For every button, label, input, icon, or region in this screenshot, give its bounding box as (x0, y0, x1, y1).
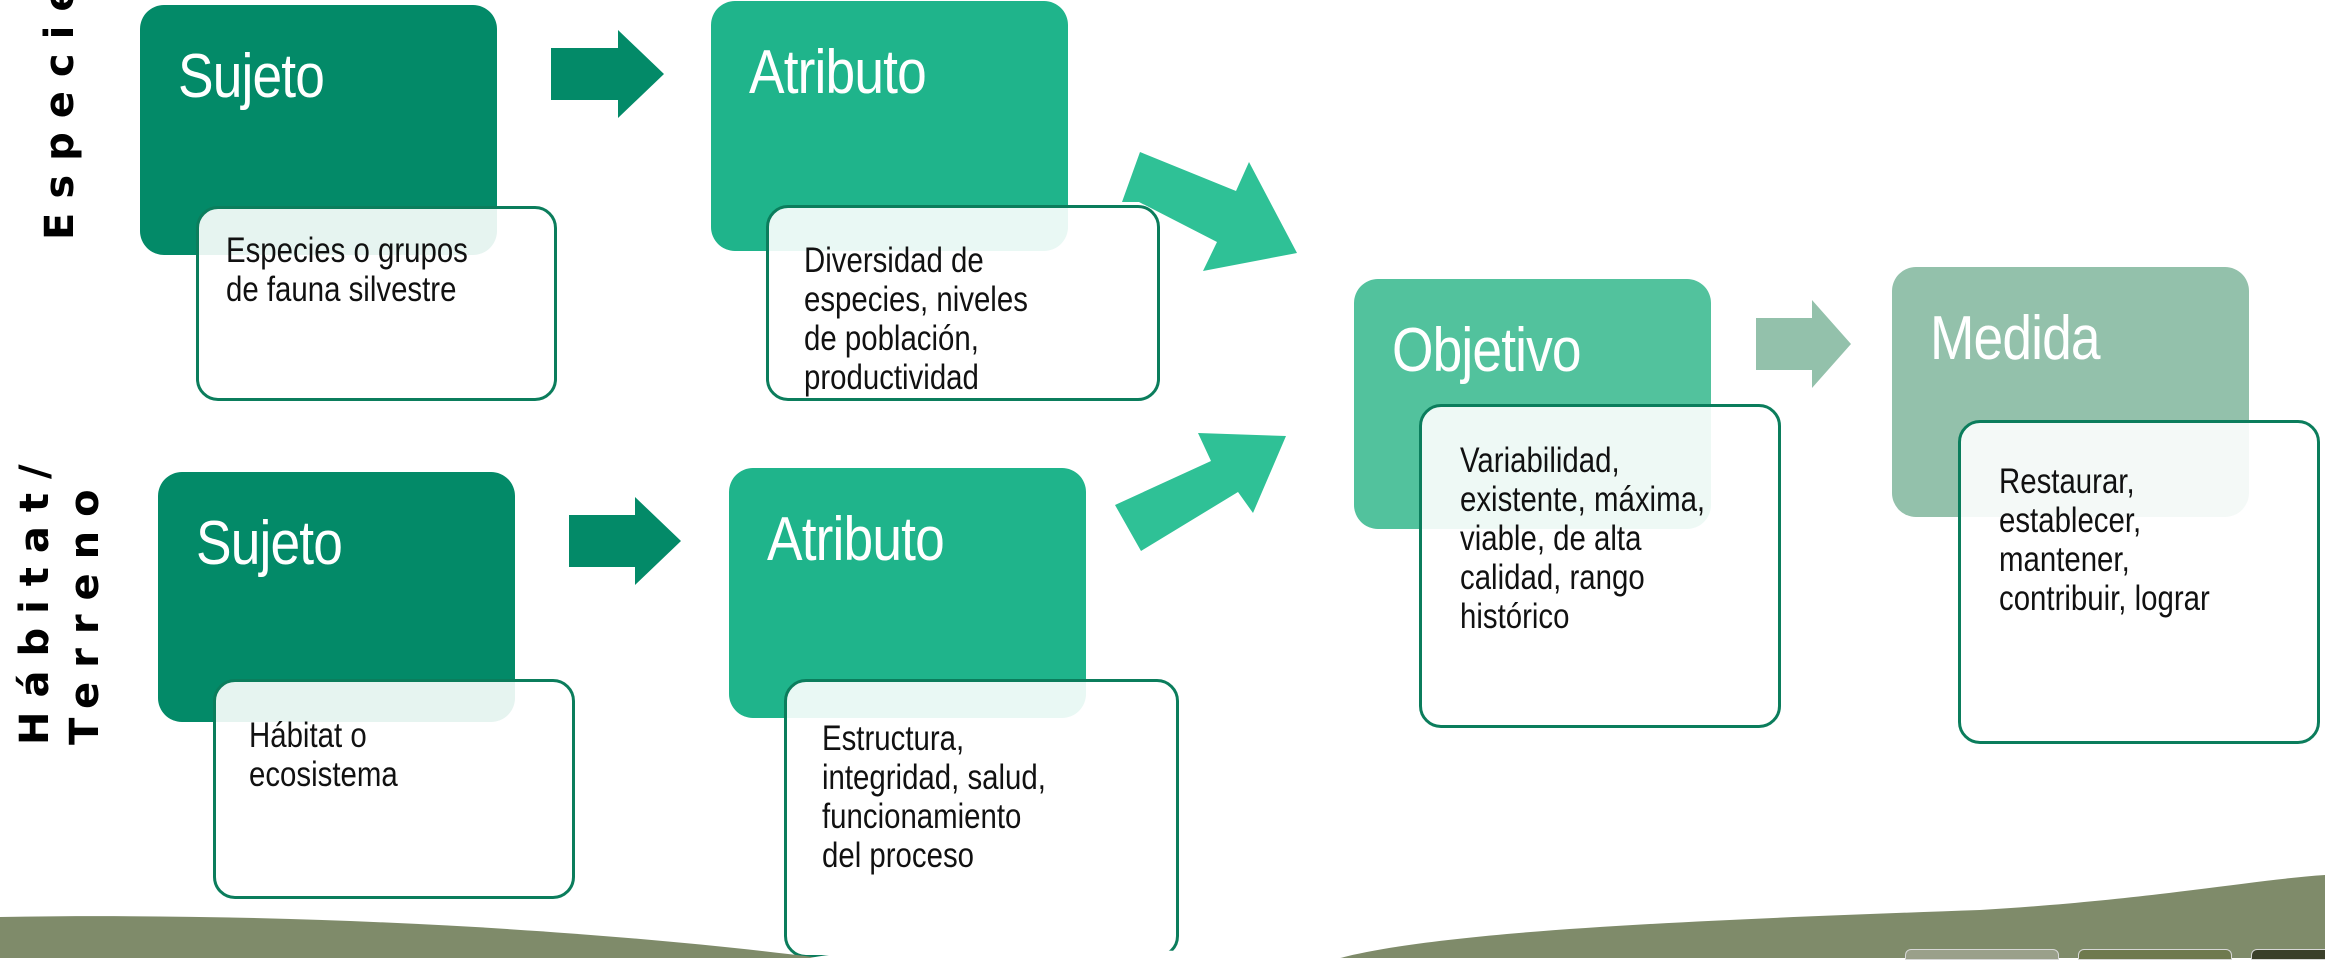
measure-detail: Restaurar, establecer, mantener, contrib… (1958, 420, 2320, 744)
measure-text: Restaurar, establecer, mantener, contrib… (1999, 462, 2210, 618)
species-attribute-detail: Diversidad de especies, niveles de pobla… (766, 205, 1160, 401)
thumbnail-strip (1905, 949, 2325, 960)
diagonal-arrow-icon (1115, 433, 1286, 551)
ground-band (0, 875, 2325, 958)
habitat-attribute-detail: Estructura, integridad, salud, funcionam… (784, 679, 1179, 958)
objective-text: Variabilidad, existente, máxima, viable,… (1460, 441, 1706, 636)
row-label-habitat-line2: Terreno (62, 475, 108, 745)
thumbnail (1905, 949, 2059, 960)
row-label-habitat: Hábitat/ Terreno (10, 450, 120, 745)
right-arrow-icon (1756, 300, 1851, 388)
habitat-attribute-box: Atributo (729, 468, 1086, 718)
habitat-attribute-text: Estructura, integridad, salud, funcionam… (822, 719, 1046, 875)
species-subject-detail: Especies o grupos de fauna silvestre (196, 206, 557, 401)
row-label-habitat-line1: Hábitat/ (12, 450, 58, 745)
right-arrow-icon (569, 497, 681, 585)
objective-title: Objetivo (1392, 316, 1582, 385)
species-attribute-title: Atributo (749, 38, 927, 107)
diagonal-arrow-icon (1122, 152, 1297, 271)
habitat-subject-title: Sujeto (196, 509, 343, 578)
measure-title: Medida (1930, 304, 2101, 373)
species-attribute-text: Diversidad de especies, niveles de pobla… (804, 241, 1028, 397)
thumbnail (2078, 949, 2232, 960)
row-label-species: Especies (37, 0, 83, 240)
habitat-attribute-title: Atributo (767, 505, 945, 574)
species-subject-title: Sujeto (178, 42, 325, 111)
objective-detail: Variabilidad, existente, máxima, viable,… (1419, 404, 1781, 728)
species-subject-text: Especies o grupos de fauna silvestre (226, 231, 468, 309)
habitat-subject-text: Hábitat o ecosistema (249, 716, 398, 794)
right-arrow-icon (551, 30, 664, 118)
thumbnail (2251, 949, 2325, 960)
habitat-subject-detail: Hábitat o ecosistema (213, 679, 575, 899)
